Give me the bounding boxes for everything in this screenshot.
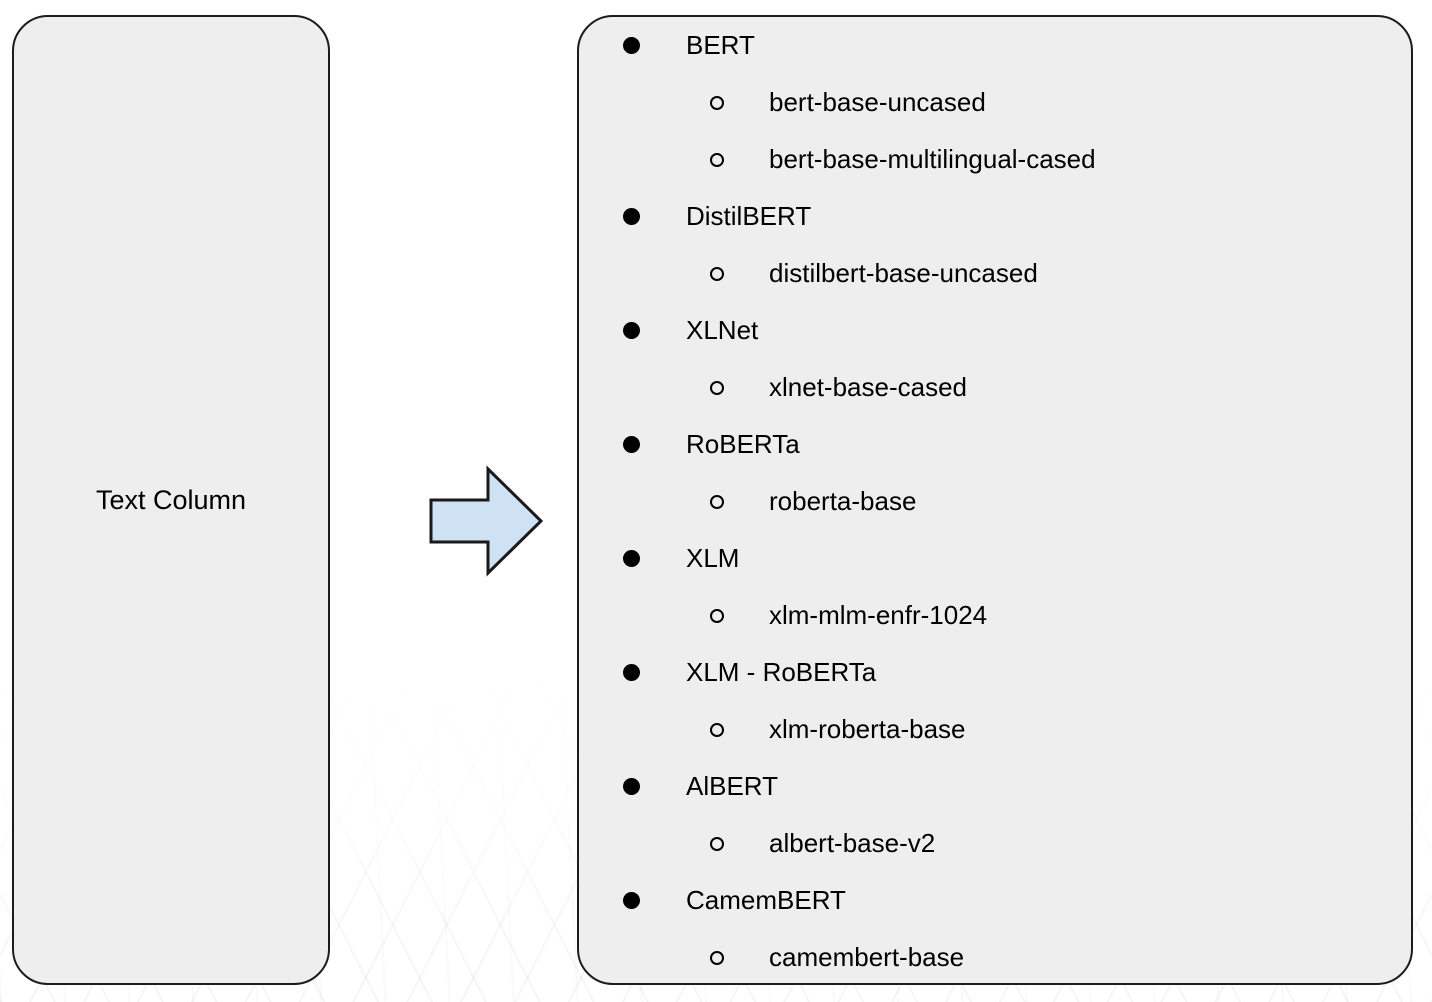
model-variant-row: xlnet-base-cased: [579, 359, 1411, 416]
model-variant-row: bert-base-uncased: [579, 74, 1411, 131]
model-variant-row: xlm-mlm-enfr-1024: [579, 587, 1411, 644]
model-family-row: XLM - RoBERTa: [579, 644, 1411, 701]
model-family-row: BERT: [579, 17, 1411, 74]
open-bullet-icon: [710, 950, 724, 965]
model-list-box: BERT bert-base-uncased bert-base-multiling…: [577, 15, 1413, 985]
filled-bullet-icon: [623, 37, 640, 54]
right-block-arrow-icon: [429, 465, 544, 577]
open-bullet-icon: [710, 494, 724, 509]
model-family-row: XLNet: [579, 302, 1411, 359]
model-family-row: CamemBERT: [579, 872, 1411, 929]
model-variant-row: roberta-base: [579, 473, 1411, 530]
model-variant-label: bert-base-multilingual-cased: [769, 144, 1096, 174]
model-variant-label: xlnet-base-cased: [769, 372, 967, 402]
model-family-label: XLNet: [686, 315, 759, 345]
open-bullet-icon: [710, 722, 724, 737]
filled-bullet-icon: [623, 664, 640, 681]
model-variant-label: bert-base-uncased: [769, 87, 986, 117]
model-variant-row: xlm-roberta-base: [579, 701, 1411, 758]
filled-bullet-icon: [623, 436, 640, 453]
model-variant-row: bert-base-multilingual-cased: [579, 131, 1411, 188]
model-variant-row: camembert-base: [579, 929, 1411, 983]
model-family-row: AlBERT: [579, 758, 1411, 815]
model-family-row: RoBERTa: [579, 416, 1411, 473]
model-family-label: AlBERT: [686, 771, 778, 801]
model-variant-label: xlm-roberta-base: [769, 714, 966, 744]
filled-bullet-icon: [623, 892, 640, 909]
open-bullet-icon: [710, 266, 724, 281]
filled-bullet-icon: [623, 208, 640, 225]
model-list: BERT bert-base-uncased bert-base-multiling…: [579, 17, 1411, 983]
model-variant-label: roberta-base: [769, 486, 917, 516]
open-bullet-icon: [710, 152, 724, 167]
model-family-row: XLM: [579, 530, 1411, 587]
open-bullet-icon: [710, 608, 724, 623]
model-variant-row: distilbert-base-uncased: [579, 245, 1411, 302]
model-variant-label: albert-base-v2: [769, 828, 936, 858]
open-bullet-icon: [710, 380, 724, 395]
text-column-box: Text Column: [12, 15, 330, 985]
filled-bullet-icon: [623, 550, 640, 567]
model-variant-label: camembert-base: [769, 942, 965, 972]
model-family-label: CamemBERT: [686, 885, 846, 915]
filled-bullet-icon: [623, 778, 640, 795]
model-family-label: DistilBERT: [686, 201, 812, 231]
model-family-label: RoBERTa: [686, 429, 800, 459]
filled-bullet-icon: [623, 322, 640, 339]
model-family-label: XLM - RoBERTa: [686, 657, 877, 687]
model-variant-row: albert-base-v2: [579, 815, 1411, 872]
open-bullet-icon: [710, 836, 724, 851]
model-variant-label: xlm-mlm-enfr-1024: [769, 600, 988, 630]
text-column-label: Text Column: [95, 484, 247, 515]
right-block-arrow-shape: [429, 465, 544, 577]
model-family-row: DistilBERT: [579, 188, 1411, 245]
model-family-label: BERT: [686, 30, 755, 60]
model-variant-label: distilbert-base-uncased: [769, 258, 1038, 288]
model-family-label: XLM: [686, 543, 740, 573]
open-bullet-icon: [710, 95, 724, 110]
